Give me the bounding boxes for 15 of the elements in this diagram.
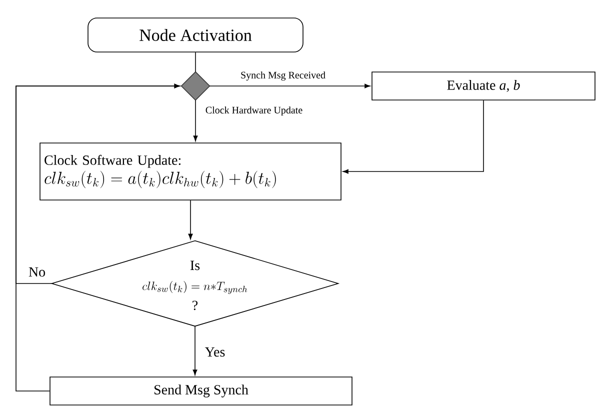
start-box: Node Activation — [88, 18, 304, 52]
arrow — [188, 200, 193, 240]
arrow — [209, 84, 370, 88]
arrow — [193, 100, 198, 142]
process-box: Send Msg Synch — [50, 376, 352, 406]
edge-label: Clock Hardware Update — [204, 105, 304, 117]
arrow — [192, 326, 198, 376]
process-box: Clock Software Update: $clk_{sw}(t_k) = a(t_k)clk_{hw}(t_k) + b(t_k)$ — [40, 142, 342, 200]
edge-label: Synch Msg Received — [240, 70, 326, 82]
edge-label: Yes — [204, 346, 226, 358]
arrow — [16, 84, 180, 392]
arrow — [342, 100, 484, 174]
process-box: Evaluate a, b — [372, 72, 596, 100]
junction-diamond — [180, 71, 210, 101]
edge-label: No — [27, 266, 47, 278]
